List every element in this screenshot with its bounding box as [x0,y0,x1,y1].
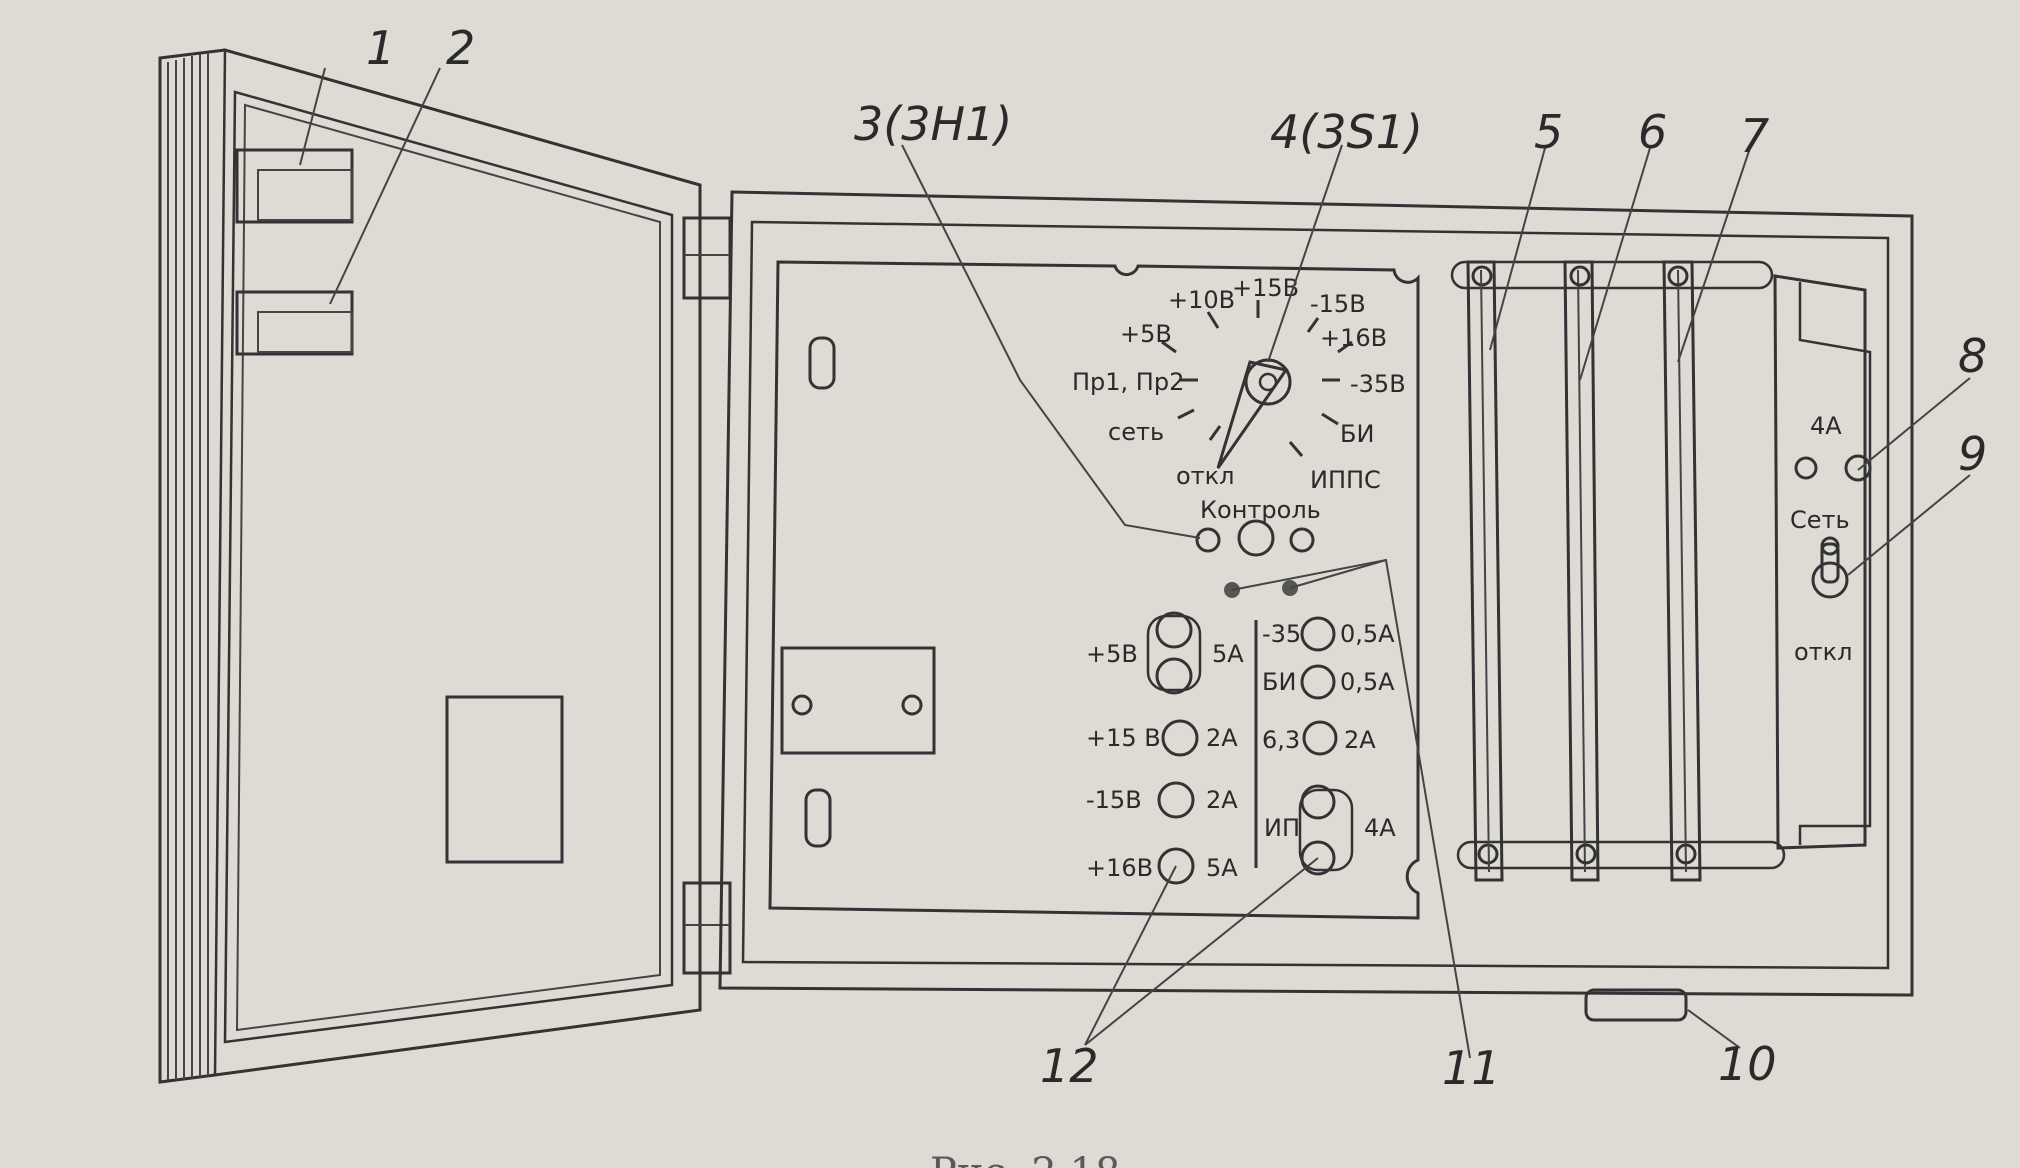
circuit-board-5 [1466,260,1504,882]
power-label-otkl: откл [1794,638,1853,666]
dial-label-set: сеть [1108,418,1164,446]
dial-tick-marks [1161,300,1353,457]
fuse-label-abi: 0,5А [1340,668,1395,696]
power-panel-labels: 4А Сеть откл [1790,412,1853,666]
callout-7: 7 [1740,109,1769,163]
dial-label-plus16: +16В [1320,324,1387,352]
callout-5: 5 [1534,105,1563,159]
control-panel [768,260,1420,920]
power-panel [1773,274,1872,850]
fuse-holder-4a[interactable] [1794,454,1872,482]
callout-11: 11 [1442,1041,1501,1095]
fuse-label-vm15: -15В [1086,786,1142,814]
callout-12: 12 [1040,1039,1099,1093]
callout-2: 2 [446,21,475,75]
power-label-set: Сеть [1790,506,1850,534]
door [158,48,702,1084]
fuse-label-v5: +5В [1086,640,1138,668]
circuit-board-6 [1563,260,1600,882]
callout-numbers: 1 2 3(3H1) 4(3S1) 5 6 7 8 9 10 11 12 [366,21,1987,1095]
circuit-board-7 [1662,260,1702,882]
fuse-holders-left[interactable] [1146,611,1202,885]
rotary-switch-knob[interactable] [1216,358,1292,469]
fuse-label-a16: 5А [1206,854,1238,882]
callout-10: 10 [1718,1037,1777,1091]
hinges [682,216,732,975]
fuse-label-a035: 0,5А [1340,620,1395,648]
cabinet [718,190,1914,997]
fuse-label-v16: +16В [1086,854,1153,882]
dial-label-pr: Пр1, Пр2 [1072,368,1184,396]
dial-label-bi: БИ [1340,420,1374,448]
leader-lines [299,67,1971,1059]
fuse-label-v15: +15 В [1086,724,1161,752]
mains-toggle-switch[interactable] [1811,536,1849,599]
fuse-label-m35: -35 [1262,620,1301,648]
figure-caption: Рис. 2.18 [930,1150,1120,1168]
fuse-label-a63: 2А [1344,726,1376,754]
fuse-label-am15: 2А [1206,786,1238,814]
power-label-fuse: 4А [1810,412,1842,440]
callout-6: 6 [1638,105,1667,159]
fuse-label-a5: 5А [1212,640,1244,668]
fuse-holders-right[interactable] [1298,616,1354,876]
dial-label-minus35: -35В [1350,370,1406,398]
callout-3: 3(3H1) [854,97,1012,151]
door-label-plate [445,695,564,864]
dial-label-plus10: +10В [1168,286,1235,314]
fuse-label-aip: 4А [1364,814,1396,842]
control-indicator [1195,519,1315,557]
fuse-label-bi: БИ [1262,668,1296,696]
door-clip-2 [235,290,354,356]
fuse-label-v63: 6,3 [1262,726,1300,754]
dial-labels: +10В +15В -15В +5В +16В Пр1, Пр2 -35В се… [1072,274,1406,524]
dial-label-plus5: +5В [1120,320,1172,348]
fuse-label-ip: ИП [1264,814,1300,842]
dial-label-otkl: откл [1176,462,1235,490]
dial-label-ipps: ИППС [1310,466,1381,494]
door-clip-1 [235,148,354,224]
fuse-labels: +5В 5А +15 В 2А -15В 2А +16В 5А -35 0,5А… [1086,620,1396,882]
callout-9: 9 [1958,427,1987,481]
bottom-latch [1584,988,1688,1022]
dial-label-kontrol: Контроль [1200,496,1321,524]
fuse-label-a15: 2А [1206,724,1238,752]
dial-label-minus15: -15В [1310,290,1366,318]
callout-1: 1 [366,21,395,75]
callout-8: 8 [1958,329,1987,383]
callout-4: 4(3S1) [1270,105,1423,159]
dial-label-plus15: +15В [1232,274,1299,302]
